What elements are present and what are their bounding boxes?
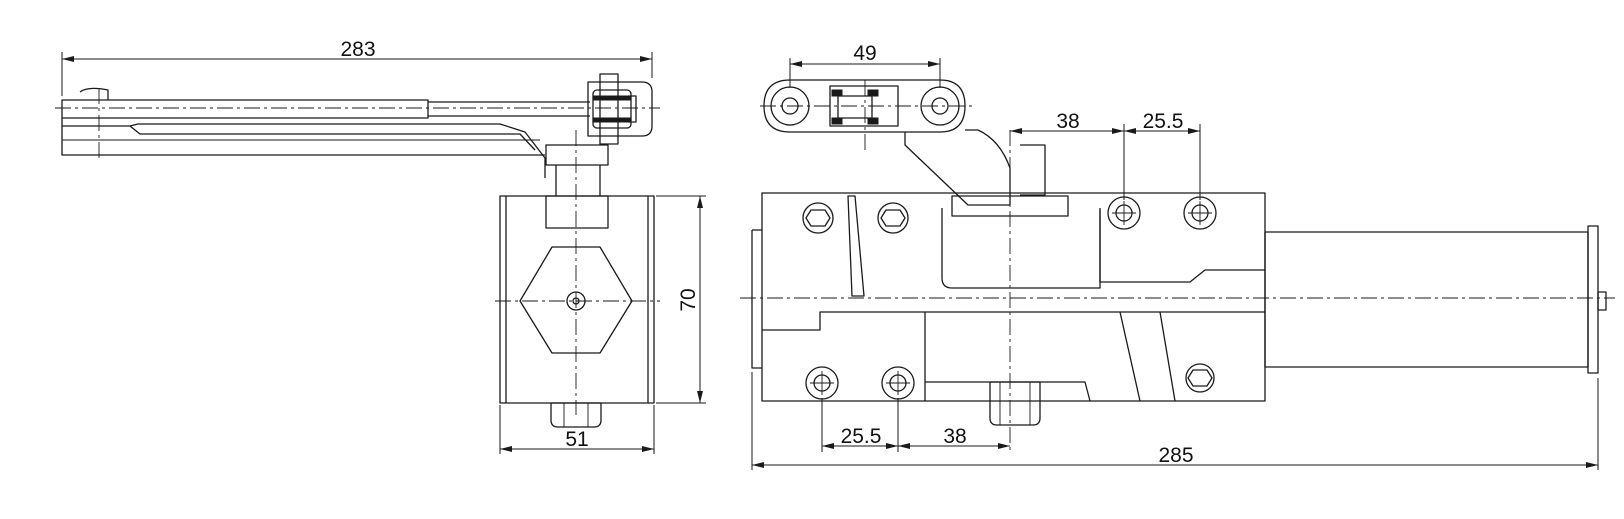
dim-label-49: 49 (853, 42, 876, 65)
arm-shoe (587, 73, 653, 145)
main-arm (61, 87, 590, 178)
screw-bottom-right (1185, 363, 1215, 393)
dimension-285: 285 (751, 372, 1599, 470)
screw-top-left (802, 202, 834, 234)
front-view (740, 79, 1615, 450)
dimension-25-5-top: 25.5 (1124, 110, 1201, 200)
dimension-25-5-bottom: 25.5 (821, 398, 899, 452)
dimension-49: 49 (789, 42, 941, 88)
dimension-38-top: 38 (1010, 110, 1125, 200)
dimension-38-bottom: 38 (898, 425, 1010, 449)
dim-label-25-5-top: 25.5 (1143, 110, 1184, 133)
dim-label-38-top: 38 (1056, 110, 1079, 133)
screw-top-middle (877, 202, 909, 234)
hole-bottom-2 (881, 366, 915, 400)
dim-label-283: 283 (340, 38, 375, 61)
dim-label-25-5-bottom: 25.5 (841, 425, 882, 448)
cylinder (1264, 225, 1607, 374)
body-end-view (499, 195, 655, 428)
dimension-283: 283 (61, 38, 653, 96)
dimension-70: 70 (656, 195, 706, 404)
dimension-51: 51 (499, 405, 655, 454)
dim-label-51: 51 (565, 428, 588, 451)
side-view (55, 73, 660, 428)
bottom-nut (989, 381, 1041, 426)
hole-top-1 (1107, 196, 1141, 230)
hole-bottom-1 (805, 366, 839, 400)
body-front (751, 192, 1266, 402)
pinion-nut (545, 144, 609, 229)
dim-label-70: 70 (677, 288, 700, 311)
dim-label-38-bottom: 38 (943, 425, 966, 448)
dim-label-285: 285 (1158, 444, 1193, 467)
hole-top-2 (1183, 196, 1217, 230)
